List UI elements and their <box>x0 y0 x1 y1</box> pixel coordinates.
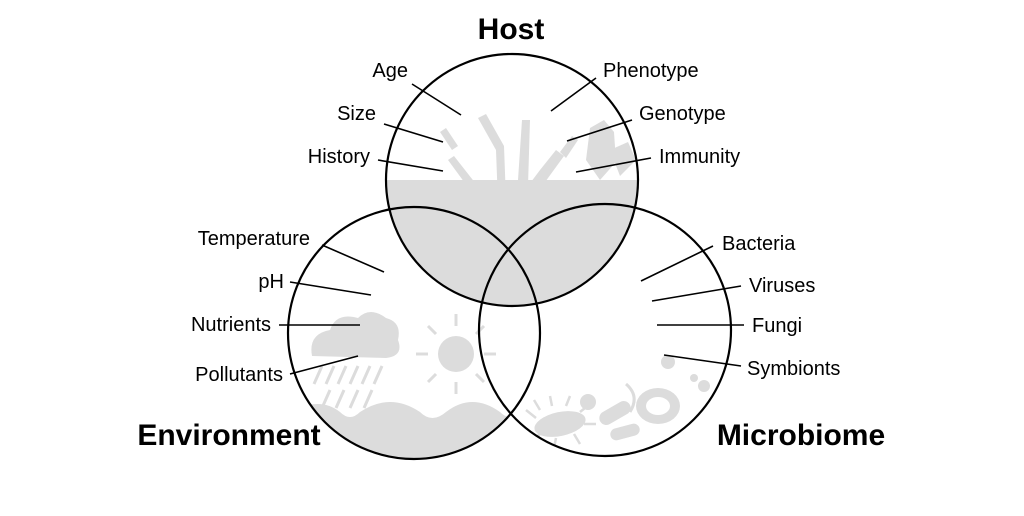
leader-age <box>411 83 462 116</box>
label-symbionts: Symbionts <box>747 358 840 380</box>
label-fungi: Fungi <box>752 315 802 337</box>
leader-size <box>383 123 444 143</box>
label-phenotype: Phenotype <box>603 60 699 82</box>
label-viruses: Viruses <box>749 275 815 297</box>
label-ph: pH <box>258 271 284 293</box>
leader-lines <box>279 77 744 375</box>
coral-tree-icon <box>386 114 638 306</box>
leader-viruses <box>651 285 742 302</box>
host-circle <box>384 52 640 308</box>
label-immunity: Immunity <box>659 146 740 168</box>
label-genotype: Genotype <box>639 103 726 125</box>
label-pollutants: Pollutants <box>195 364 283 386</box>
label-bacteria: Bacteria <box>722 233 796 255</box>
leader-genotype <box>566 119 633 142</box>
environment-circle <box>286 205 542 461</box>
rain-sun-wave-icon <box>290 312 540 459</box>
label-size: Size <box>337 103 376 125</box>
title-environment: Environment <box>137 419 320 452</box>
leader-bacteria <box>640 245 714 282</box>
microbe-cells-icon <box>525 355 710 449</box>
leader-immunity <box>575 157 652 173</box>
label-temperature: Temperature <box>198 228 310 250</box>
leader-history <box>377 159 444 172</box>
title-host: Host <box>478 13 545 46</box>
leader-symbionts <box>663 354 742 367</box>
label-history: History <box>308 146 370 168</box>
title-microbiome: Microbiome <box>717 419 885 452</box>
leader-phenotype <box>550 77 597 112</box>
leader-pollutants <box>289 355 359 375</box>
microbiome-circle <box>477 202 733 458</box>
label-age: Age <box>372 60 408 82</box>
leader-ph <box>289 281 372 296</box>
leader-temperature <box>321 244 385 273</box>
label-nutrients: Nutrients <box>191 314 271 336</box>
